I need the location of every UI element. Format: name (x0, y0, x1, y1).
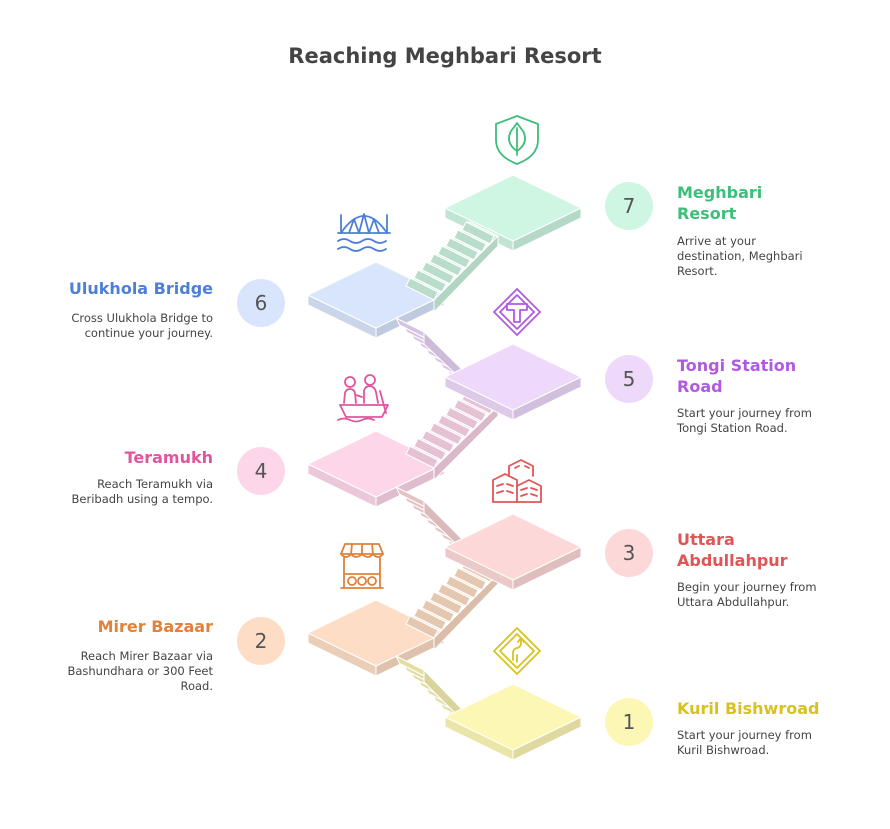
step-desc-6: Cross Ulukhola Bridge to continue your j… (71, 311, 213, 340)
step-number-1: 1 (605, 698, 653, 746)
t-junction-sign-icon (493, 288, 541, 336)
step-number-3: 3 (605, 529, 653, 577)
step-title-6: Ulukhola Bridge (68, 279, 213, 298)
step-desc-1: Start your journey from Kuril Bishwroad. (677, 728, 812, 757)
stairs-7-riser-0 (405, 277, 439, 301)
step-number-5: 5 (605, 355, 653, 403)
bridge-icon (337, 213, 391, 252)
step-number-7: 7 (605, 182, 653, 230)
platform-front-5-top (444, 343, 582, 411)
stairs-2-riser-0 (405, 615, 439, 639)
market-stall-icon (340, 543, 384, 589)
buildings-icon (492, 459, 542, 503)
platform-front-1-top (444, 683, 582, 751)
stairs-7-side (433, 235, 499, 313)
platform-front-3-top (444, 513, 582, 581)
stairs-4-side (433, 405, 499, 481)
step-title-2: Mirer Bazaar (97, 617, 213, 636)
step-title-4: Teramukh (124, 448, 213, 467)
step-title-1: Kuril Bishwroad (677, 699, 820, 718)
page-title: Reaching Meghbari Resort (288, 44, 602, 68)
step-title-5: Tongi Station Road (677, 356, 797, 396)
stairs-4-riser-0 (405, 445, 439, 469)
step-desc-3: Begin your journey from Uttara Abdullahp… (677, 580, 817, 609)
step-number-4: 4 (237, 447, 285, 495)
step-number-6: 6 (237, 279, 285, 327)
step-desc-2: Reach Mirer Bazaar via Bashundhara or 30… (67, 649, 213, 693)
road-sign-icon (493, 627, 541, 675)
stairs-2-side (433, 573, 499, 651)
step-title-3: Uttara Abdullahpur (677, 530, 788, 570)
step-desc-5: Start your journey from Tongi Station Ro… (677, 406, 812, 435)
step-title-7: Meghbari Resort (677, 183, 763, 223)
boat-ride-icon (337, 374, 389, 423)
platform-7-top (444, 174, 582, 242)
leaf-shield-icon (495, 115, 539, 165)
step-desc-7: Arrive at your destination, Meghbari Res… (677, 234, 803, 278)
step-number-2: 2 (237, 617, 285, 665)
step-desc-4: Reach Teramukh via Beribadh using a temp… (71, 477, 213, 506)
